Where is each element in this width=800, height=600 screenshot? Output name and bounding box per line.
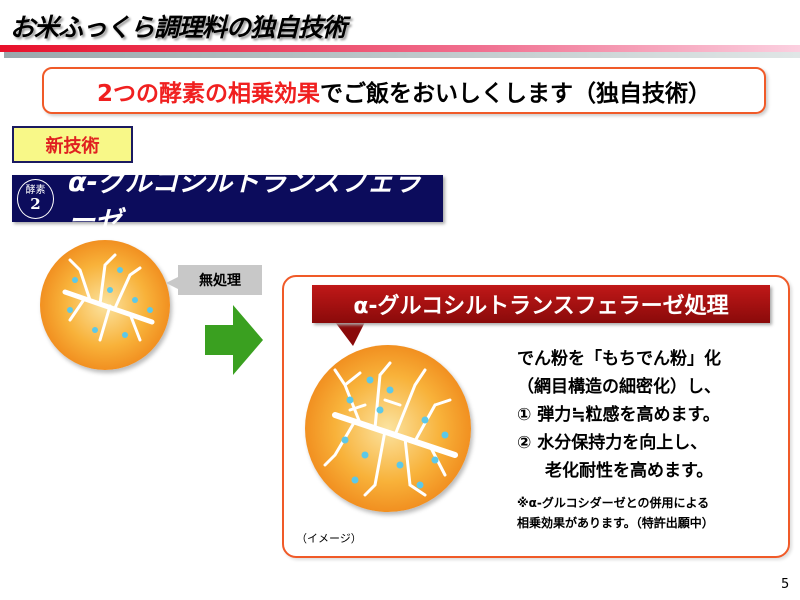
treated-panel xyxy=(282,275,790,558)
description-line: 老化耐性を高めます。 xyxy=(545,461,714,481)
starch-network-sparse-icon xyxy=(62,253,155,342)
title-underline-gray xyxy=(4,52,800,58)
headline-box: 2つの酵素の相乗効果でご飯をおいしくします（独自技術） xyxy=(42,67,766,114)
footnote: ※α-グルコシダーゼとの併用による 相乗効果があります。（特許出願中） xyxy=(517,493,714,533)
enzyme-badge: 酵素 2 xyxy=(17,178,55,219)
treated-starch-image xyxy=(305,345,471,512)
starch-network-dense-icon xyxy=(323,361,458,497)
right-arrow-icon xyxy=(205,305,263,375)
untreated-starch-image xyxy=(40,240,170,370)
title-underline-red xyxy=(0,45,800,52)
description-line: ② 水分保持力を向上し、 xyxy=(517,433,708,453)
treated-banner: α-グルコシルトランスフェラーゼ処理 xyxy=(312,285,770,323)
footnote-line: ※α-グルコシダーゼとの併用による xyxy=(517,496,710,510)
untreated-callout: 無処理 xyxy=(166,265,262,295)
description-line: ① 弾力≒粒感を高めます。 xyxy=(517,405,720,425)
new-tech-label: 新技術 xyxy=(12,126,133,163)
description-line: （網目構造の細密化）し、 xyxy=(517,377,721,397)
enzyme-badge-number: 2 xyxy=(30,194,41,213)
slide-title: お米ふっくら調理料の独自技術 xyxy=(10,13,347,42)
enzyme-name: α-グルコシルトランスフェラーゼ xyxy=(68,166,421,237)
description-line: でん粉を「もちでん粉」化 xyxy=(517,349,721,369)
image-note: （イメージ） xyxy=(296,532,362,545)
enzyme-badge-label: 酵素 xyxy=(25,184,46,196)
callout-tail xyxy=(335,322,365,346)
headline-red: 2つの酵素の相乗効果 xyxy=(96,80,320,107)
footnote-line: 相乗効果があります。（特許出願中） xyxy=(517,516,714,530)
headline-black: でご飯をおいしくします（独自技術） xyxy=(320,80,711,107)
description: でん粉を「もちでん粉」化 （網目構造の細密化）し、 ① 弾力≒粒感を高めます。 … xyxy=(517,345,721,485)
enzyme-banner: 酵素 2 α-グルコシルトランスフェラーゼ xyxy=(12,167,443,237)
page-number: 5 xyxy=(781,577,790,592)
